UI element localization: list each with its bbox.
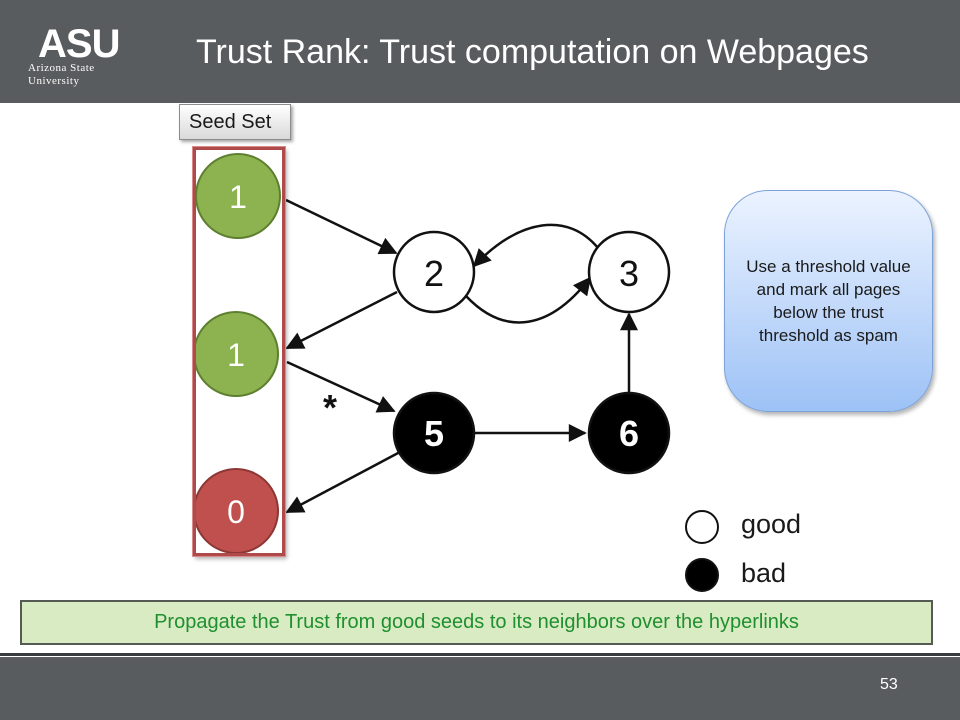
edge-star-label: * — [323, 387, 337, 428]
legend-bad-icon — [685, 558, 719, 592]
asu-logo: ASU Arizona State University — [28, 22, 148, 94]
seed-node-middle-value: 1 — [227, 337, 245, 373]
seed-node-top — [195, 153, 281, 239]
seed-node-bottom-value: 0 — [227, 494, 245, 530]
node-3-label: 3 — [619, 253, 639, 294]
node-3-circle — [587, 230, 671, 314]
seed-set-box — [193, 147, 285, 556]
slide-title: Trust Rank: Trust computation on Webpage… — [196, 33, 869, 71]
propagate-note: Propagate the Trust from good seeds to i… — [20, 600, 933, 645]
logo-mark: ASU — [38, 22, 120, 66]
header-bar: ASU Arizona State University Trust Rank:… — [0, 0, 960, 103]
edge-3-to-2 — [472, 223, 599, 268]
node-5-circle — [392, 391, 476, 475]
seed-set-label: Seed Set — [179, 104, 291, 140]
page-number: 53 — [880, 676, 898, 693]
node-2-circle — [392, 230, 476, 314]
edge-1-to-5 — [286, 360, 396, 413]
legend-good-label: good — [741, 509, 802, 539]
seed-node-top-value: 1 — [229, 179, 247, 215]
logo-line-1: Arizona State — [28, 62, 95, 74]
footer-bar — [0, 657, 960, 720]
node-2-label: 2 — [424, 253, 444, 294]
node-5-label: 5 — [424, 413, 444, 454]
threshold-callout-text: Use a threshold value and mark all pages… — [746, 257, 911, 345]
footer-divider — [0, 653, 960, 656]
edge-5-to-0 — [285, 450, 401, 514]
threshold-callout: Use a threshold value and mark all pages… — [724, 190, 933, 412]
node-6-circle — [587, 391, 671, 475]
edge-2-to-1 — [285, 290, 398, 350]
legend-good-icon — [685, 510, 719, 544]
legend-bad-label: bad — [741, 558, 787, 588]
edge-2-to-3 — [465, 276, 592, 324]
node-6-label: 6 — [619, 413, 639, 454]
logo-line-2: University — [28, 75, 80, 87]
edge-1-to-2 — [285, 198, 398, 255]
logo-text: Arizona State University — [28, 62, 148, 88]
